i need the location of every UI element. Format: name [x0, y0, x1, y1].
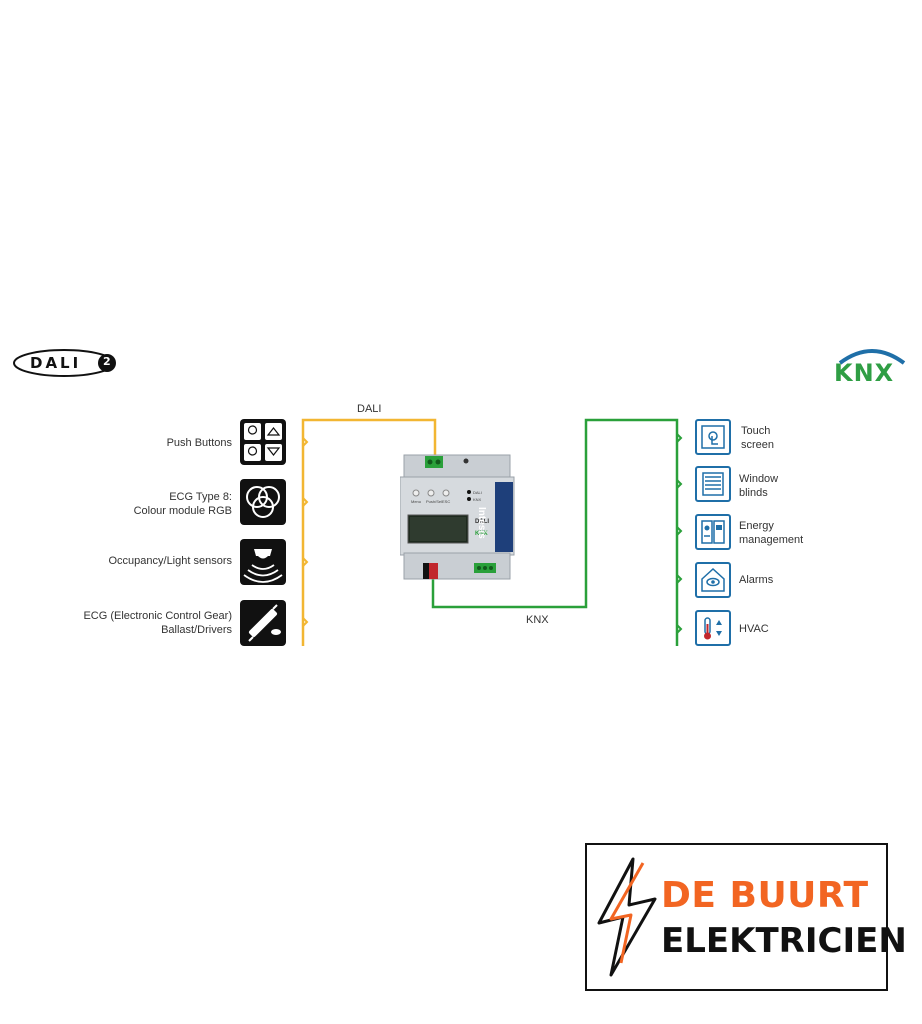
alarm-icon: [695, 562, 731, 598]
dali-tap-4: [302, 617, 309, 627]
dali-tap-1: [302, 437, 309, 447]
alarms-label: Alarms: [739, 574, 774, 586]
occupancy-sensors-label: Occupancy/Light sensors: [108, 555, 232, 567]
occupancy-sensor-icon: [240, 539, 286, 585]
window-blinds-label: Window blinds: [739, 473, 779, 499]
gateway-knx-mark: KNX: [475, 531, 488, 537]
knx-bus-label: KNX: [526, 614, 549, 626]
ballast-driver-icon: [240, 600, 286, 646]
knx-logo-text: KNX: [834, 359, 895, 387]
knx-tap-5: [676, 624, 683, 634]
de-buurt-elektricien-logo: DE BUURT ELEKTRICIEN: [585, 843, 907, 991]
gateway-led-knx: KNX: [473, 497, 482, 502]
dali-logo-version: 2: [103, 355, 111, 368]
touch-screen-icon: [695, 419, 731, 455]
gateway-button-menu: Menu: [411, 499, 422, 504]
push-buttons-label: Push Buttons: [166, 437, 232, 449]
window-blinds-icon: [695, 466, 731, 502]
knx-tap-3: [676, 526, 683, 536]
ecg-ballast-label: ECG (Electronic Control Gear) Ballast/Dr…: [83, 610, 232, 636]
push-buttons-icon: [240, 419, 286, 465]
rgb-color-icon: [240, 479, 286, 525]
dali-bus-label: DALI: [357, 403, 382, 415]
dali-logo-text: DALI: [30, 354, 82, 372]
dali-bus-line: [301, 418, 437, 646]
dali-tap-3: [302, 557, 309, 567]
dali-tap-2: [302, 497, 309, 507]
dali-logo: DALI 2: [12, 348, 118, 378]
energy-management-icon: [695, 514, 731, 550]
gateway-brand: Intesis: [476, 507, 487, 539]
ecg-type8-label: ECG Type 8: Colour module RGB: [133, 491, 232, 517]
gateway-body: [400, 454, 515, 580]
knx-logo-arc: [838, 349, 906, 365]
gateway-dali-mark: DALI: [475, 519, 489, 525]
lightning-bolt-icon: [597, 857, 657, 977]
gateway-led-dali: DALI: [473, 490, 482, 495]
brand-line-1: DE BUURT: [661, 875, 869, 916]
knx-tap-2: [676, 479, 683, 489]
touch-screen-label: Touch screen: [741, 425, 775, 451]
intesis-gateway: Menu Push/Sel ESC DALI KNX DALI KNX Inte…: [400, 447, 516, 587]
knx-bus-line: [431, 418, 679, 646]
hvac-label: HVAC: [739, 623, 769, 635]
knx-logo: KNX: [832, 345, 912, 387]
hvac-icon: [695, 610, 731, 646]
dali-logo-shape: [13, 349, 116, 377]
knx-tap-4: [676, 574, 683, 584]
brand-line-2: ELEKTRICIEN: [661, 921, 907, 961]
gateway-button-pushsel: Push/Sel: [426, 499, 443, 504]
knx-tap-1: [676, 433, 683, 443]
gateway-button-esc: ESC: [442, 499, 451, 504]
energy-management-label: Energy management: [739, 520, 804, 546]
